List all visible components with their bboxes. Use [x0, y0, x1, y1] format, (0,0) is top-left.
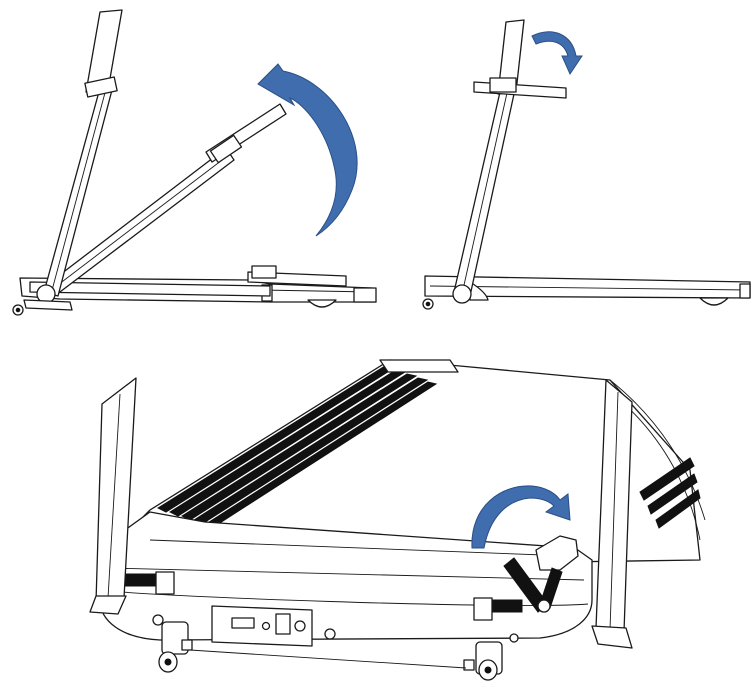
upright-diagonal: [39, 103, 287, 299]
console-bar: [473, 77, 567, 99]
rear-wheel-right: [463, 641, 503, 681]
panel-fold-console: [422, 19, 751, 310]
upright-vertical-2: [453, 19, 525, 297]
pivot-wheel: [12, 284, 73, 316]
fold-latch: [503, 535, 579, 613]
panel-deck-rear: [89, 359, 706, 681]
panel-fold-upright: [12, 9, 377, 316]
power-panel: [211, 605, 313, 647]
pivot-wheel-2: [422, 284, 472, 310]
upright-vertical: [43, 9, 123, 297]
rear-wheel-left: [158, 621, 193, 673]
curved-arrow-counterclockwise-icon: [257, 63, 358, 237]
curved-arrow-clockwise-icon-latch: [471, 485, 571, 549]
upright-horizontal: [29, 265, 347, 297]
belt-stripes: [156, 365, 701, 529]
base-rail-2: [424, 275, 751, 306]
curved-arrow-clockwise-icon: [531, 31, 583, 76]
